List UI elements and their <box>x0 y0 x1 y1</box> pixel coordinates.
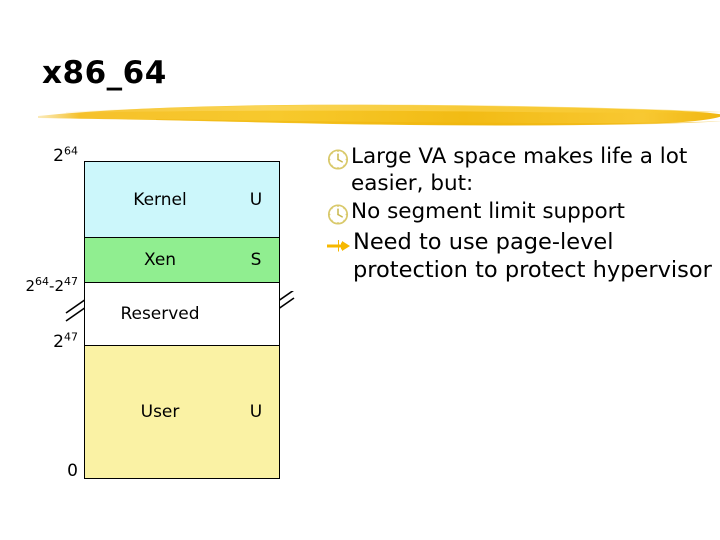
memory-block-mode: U <box>249 402 263 422</box>
clock-icon <box>327 149 349 170</box>
address-label-low: 247 <box>53 330 78 352</box>
memory-block-mode: U <box>249 189 263 210</box>
memory-block-kernel: Kernel U <box>84 161 280 237</box>
arrow-right-icon <box>327 240 350 252</box>
memory-block-reserved: Reserved <box>84 282 280 345</box>
address-label-mid: 264-247 <box>25 275 78 295</box>
clock-icon <box>327 204 349 225</box>
memory-block-label: Xen <box>143 250 177 270</box>
list-item: Large VA space makes life a lot easier, … <box>326 143 712 197</box>
list-item: No segment limit support <box>326 198 712 227</box>
address-label-top: 264 <box>53 144 78 166</box>
page-title: x86_64 <box>42 55 167 91</box>
memory-block-user: User U <box>84 345 280 479</box>
memory-layout-diagram: Kernel U Xen S Reserved User U <box>84 161 280 479</box>
memory-block-label: User <box>140 402 180 422</box>
memory-block-xen: Xen S <box>84 237 280 282</box>
bullet-list: Large VA space makes life a lot easier, … <box>326 143 712 285</box>
title-underline-brushstroke <box>38 104 720 126</box>
memory-block-label: Kernel <box>133 189 187 210</box>
memory-block-mode: S <box>250 250 262 270</box>
list-item-label: Need to use page-level protection to pro… <box>353 229 712 283</box>
address-label-zero: 0 <box>67 461 78 481</box>
memory-block-label: Reserved <box>120 304 200 324</box>
list-item-label: Large VA space makes life a lot easier, … <box>351 144 688 196</box>
list-item: Need to use page-level protection to pro… <box>326 228 712 284</box>
list-item-label: No segment limit support <box>351 199 625 224</box>
